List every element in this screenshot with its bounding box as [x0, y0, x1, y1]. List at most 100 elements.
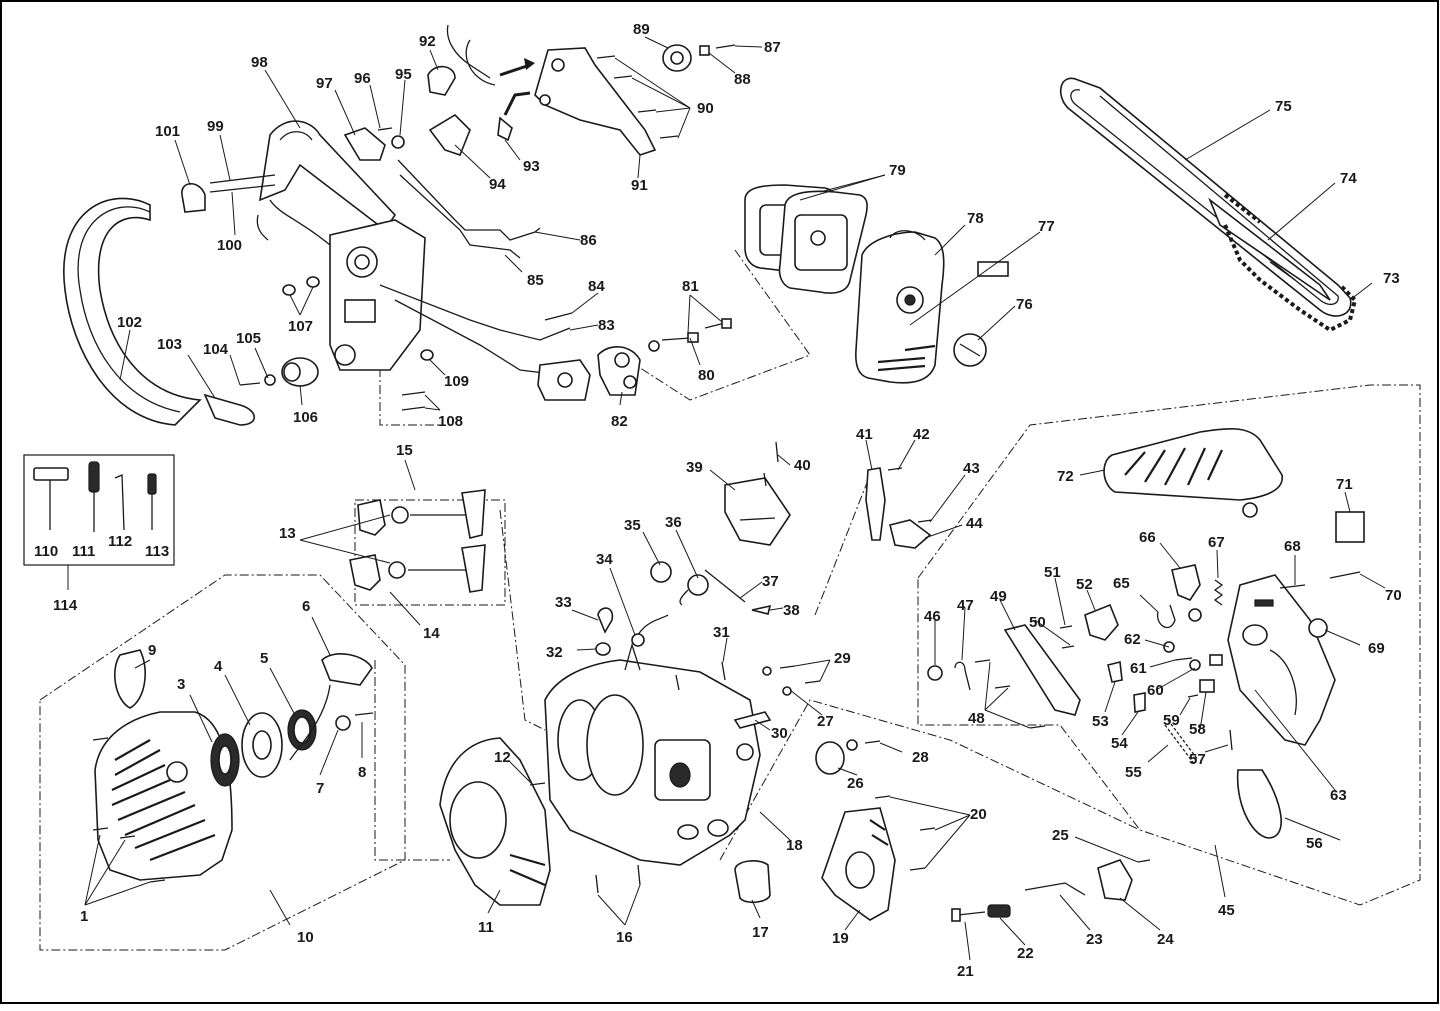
plate-52	[1084, 603, 1119, 641]
washer-88	[699, 45, 710, 56]
callout-63: 63	[1330, 787, 1347, 804]
callout-54: 54	[1111, 735, 1128, 752]
air-filter-cover-top	[534, 47, 657, 156]
pin-65b	[1188, 608, 1202, 622]
callout-68: 68	[1284, 538, 1301, 555]
callout-71: 71	[1336, 476, 1353, 493]
callout-86: 86	[580, 232, 597, 249]
callout-39: 39	[686, 459, 703, 476]
callout-29: 29	[834, 650, 851, 667]
spring-65	[1157, 604, 1176, 629]
callout-81: 81	[682, 278, 699, 295]
starter-pulley-4	[241, 712, 283, 778]
choke-lever-94	[428, 113, 471, 156]
callout-75: 75	[1275, 98, 1292, 115]
callout-4: 4	[214, 658, 223, 675]
callout-108: 108	[438, 413, 463, 430]
callout-87: 87	[764, 39, 781, 56]
pin-61	[1174, 657, 1193, 661]
gasket-17	[734, 860, 771, 904]
group-outline-recoil-starter	[39, 574, 406, 951]
spring-55	[1164, 719, 1199, 766]
carburetor	[537, 359, 591, 401]
callout-103: 103	[157, 336, 182, 353]
screws-29	[762, 665, 821, 696]
callout-59: 59	[1163, 712, 1180, 729]
pawl-54	[1133, 692, 1146, 713]
spring-47	[954, 661, 971, 691]
callout-48: 48	[968, 710, 985, 727]
callout-73: 73	[1383, 270, 1400, 287]
callout-60: 60	[1147, 682, 1164, 699]
oil-pump-15	[357, 489, 486, 539]
callout-15: 15	[396, 442, 413, 459]
callout-3: 3	[177, 676, 185, 693]
ignition-wire	[465, 39, 496, 86]
callout-33: 33	[555, 594, 572, 611]
plug-cap-76	[953, 333, 987, 367]
spring-95	[391, 135, 405, 149]
callout-112: 112	[108, 533, 132, 550]
saw-chain	[1223, 193, 1358, 333]
oil-cap-89	[662, 44, 692, 72]
callout-31: 31	[713, 624, 730, 641]
pin-96	[377, 127, 393, 131]
oil-pump-14	[349, 544, 486, 593]
starter-housing	[94, 711, 233, 881]
callout-62: 62	[1124, 631, 1141, 648]
callout-52: 52	[1076, 576, 1093, 593]
oil-hose	[379, 284, 571, 341]
callout-114: 114	[53, 597, 78, 614]
toolkit-box	[23, 454, 175, 566]
nut-60b	[1209, 654, 1223, 666]
dampener-107a	[282, 284, 296, 296]
bolt-99	[209, 174, 276, 184]
callout-89: 89	[633, 21, 650, 38]
callout-113: 113	[145, 543, 169, 560]
callout-47: 47	[957, 597, 974, 614]
label-71	[1335, 511, 1365, 543]
callout-24: 24	[1157, 931, 1174, 948]
carburetor-adapter	[597, 346, 641, 396]
intake-boot-101	[181, 182, 206, 213]
callout-65: 65	[1113, 575, 1130, 592]
screw-31	[721, 661, 726, 681]
callout-99: 99	[207, 118, 224, 135]
clutch-cover-11	[439, 737, 551, 906]
group-outline-oil-pump	[354, 499, 506, 606]
callout-40: 40	[794, 457, 811, 474]
callout-51: 51	[1044, 564, 1061, 581]
nipple-38	[751, 604, 772, 615]
callout-46: 46	[924, 608, 941, 625]
callout-82: 82	[611, 413, 628, 430]
callout-labels: 1 3 4 5 6 7 8 9 10 11 12 13 14 15 16 17 …	[34, 21, 1402, 980]
bolt-60	[1189, 659, 1201, 671]
callout-85: 85	[527, 272, 544, 289]
lever-66	[1171, 564, 1201, 601]
toolkit-hammer	[33, 467, 69, 530]
callout-45: 45	[1218, 902, 1235, 919]
group-outline-link-2	[374, 660, 450, 861]
pin-51	[1059, 625, 1073, 629]
callout-91: 91	[631, 177, 648, 194]
callout-21: 21	[957, 963, 974, 980]
rod-23	[1024, 882, 1086, 896]
callout-102: 102	[117, 314, 142, 331]
callout-43: 43	[963, 460, 980, 477]
choke-rod	[399, 174, 521, 259]
callout-101: 101	[155, 123, 180, 140]
callout-98: 98	[251, 54, 268, 71]
bearing-26	[815, 741, 845, 775]
callout-56: 56	[1306, 835, 1323, 852]
callout-74: 74	[1340, 170, 1357, 187]
callout-26: 26	[847, 775, 864, 792]
callout-70: 70	[1385, 587, 1402, 604]
bolt-21	[951, 908, 986, 922]
callout-9: 9	[148, 642, 156, 659]
callout-93: 93	[523, 158, 540, 175]
crankcase-18	[544, 642, 761, 866]
spring-22	[987, 904, 1011, 918]
callout-104: 104	[203, 341, 229, 358]
callout-49: 49	[990, 588, 1007, 605]
